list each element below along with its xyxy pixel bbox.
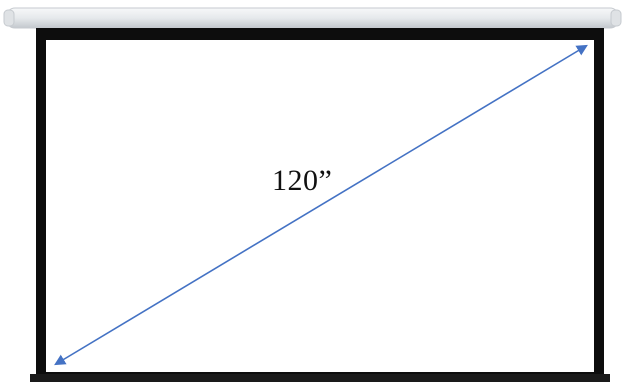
screen-housing bbox=[3, 7, 622, 29]
diagonal-arrow bbox=[54, 44, 588, 366]
diagonal-size-label: 120” bbox=[272, 164, 333, 197]
screen-bottom-bar bbox=[30, 374, 610, 382]
